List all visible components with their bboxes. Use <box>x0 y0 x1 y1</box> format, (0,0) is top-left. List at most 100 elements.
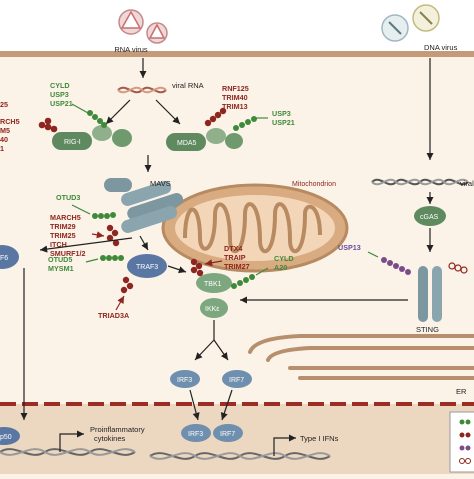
cgas-label: cGAS <box>420 214 439 221</box>
svg-text:CYLD: CYLD <box>50 81 70 90</box>
irf7-nuclear-label: IRF7 <box>220 431 235 438</box>
svg-text:DTX4: DTX4 <box>224 244 242 253</box>
traf3-green-regulators: OTUD5 MYSM1 <box>48 255 74 273</box>
irf7-protein <box>222 370 252 388</box>
mda5-protein <box>166 128 243 151</box>
mda5-red-regulators: RNF125 TRIM40 TRIM13 <box>222 84 249 111</box>
rna-to-mda5-arrow <box>155 99 181 125</box>
irf3-nuclear <box>181 424 211 442</box>
otud3-label: OTUD3 <box>56 193 80 202</box>
mavs-red-arrow <box>91 231 105 239</box>
mavs-ubiquitin-chain <box>106 224 120 247</box>
svg-text:CYLD: CYLD <box>274 254 294 263</box>
svg-text:USP3: USP3 <box>50 90 69 99</box>
traf3-protein <box>127 254 167 278</box>
cgas-protein <box>414 206 446 226</box>
rigi-green-regulators: CYLD USP3 USP21 <box>50 81 73 108</box>
irf3-translocation-arrow <box>189 389 200 421</box>
viral-dna-label: viral <box>460 179 474 188</box>
type1-ifns-label: Type I IFNs <box>300 434 339 443</box>
proinflammatory-label: Proinflammatory <box>90 425 145 434</box>
dna-virus-icon <box>381 4 440 42</box>
traf3-label: TRAF3 <box>136 264 158 271</box>
rigi-ubiquitin-chain <box>38 117 58 133</box>
svg-text:ITCH: ITCH <box>50 240 67 249</box>
er-label: ER <box>456 387 467 396</box>
svg-text:25: 25 <box>0 100 8 109</box>
mavs-protein <box>104 178 184 233</box>
svg-text:OTUD5: OTUD5 <box>48 255 72 264</box>
mda5-ubiquitin-chain <box>204 107 227 127</box>
irf3-nuclear-label: IRF3 <box>188 431 203 438</box>
mavs-to-traf3-arrow <box>139 235 149 251</box>
svg-text:RCH5: RCH5 <box>0 117 20 126</box>
left-edge-regulators: 25 RCH5 M5 40 1 <box>0 100 20 153</box>
svg-text:TRIM40: TRIM40 <box>222 93 248 102</box>
svg-text:40: 40 <box>0 135 8 144</box>
rna-to-rigi-arrow <box>105 99 131 125</box>
usp13-inhibit <box>367 251 379 258</box>
rna-virus-label: RNA virus <box>114 45 148 54</box>
ikke-label: IKKε <box>205 306 219 313</box>
svg-text:USP21: USP21 <box>272 118 295 127</box>
traf6-protein <box>0 245 19 269</box>
viral-rna-strand <box>117 86 167 94</box>
mitochondrion <box>161 183 349 273</box>
sting-ubiquitin-chain <box>381 257 411 275</box>
proinflammatory-transcription-arrow <box>59 430 84 452</box>
triad3a-arrow <box>115 295 125 311</box>
cytokines-label: cytokines <box>94 434 126 443</box>
dna-virus-label: DNA virus <box>424 43 458 52</box>
sting-label: STING <box>416 325 439 334</box>
p50-protein <box>0 427 20 445</box>
mda5-green-chain <box>233 116 257 131</box>
traf3-green-inhibit <box>85 258 99 263</box>
legend-box <box>449 411 474 473</box>
svg-text:M5: M5 <box>0 126 10 135</box>
tbk1-red-regulators: DTX4 TRAIP TRIM27 <box>224 244 250 271</box>
svg-text:RNF125: RNF125 <box>222 84 249 93</box>
viral-dna-strand <box>371 178 469 186</box>
irf3-protein <box>170 370 200 388</box>
svg-text:TRIM29: TRIM29 <box>50 222 76 231</box>
svg-text:TRIM13: TRIM13 <box>222 102 248 111</box>
rna-virus-icon <box>118 9 168 44</box>
irf7-nuclear <box>213 424 243 442</box>
mavs-red-regulators: MARCH5 TRIM29 TRIM25 ITCH SMURF1/2 <box>50 213 86 258</box>
tbk1-green-regulators: CYLD A20 <box>274 254 294 272</box>
svg-text:SMURF1/2: SMURF1/2 <box>50 249 86 258</box>
rigi-protein <box>52 125 132 150</box>
tbk1-green-chain <box>231 274 255 289</box>
irf7-translocation-arrow <box>220 389 233 421</box>
rigi-label: RIG-I <box>64 139 81 146</box>
otud3-inhibit <box>71 204 91 215</box>
tbk1-red-arrow <box>204 259 223 267</box>
viral-rna-label: viral RNA <box>172 81 204 90</box>
irf7-label: IRF7 <box>229 377 244 384</box>
traf6-label: F6 <box>0 255 8 262</box>
nuclear-dna <box>0 448 331 460</box>
tbk1-ubiquitin-chain <box>190 258 204 277</box>
traf3-to-tbk1-arrow <box>167 265 187 274</box>
svg-text:MARCH5: MARCH5 <box>50 213 81 222</box>
ikke-protein <box>200 298 228 318</box>
p50-label: p50 <box>0 434 12 441</box>
tbk1-label: TBK1 <box>204 281 222 288</box>
tbk1-green-inhibit <box>255 267 269 276</box>
rigi-green-inhibit <box>71 103 89 114</box>
tbk1-to-irf3-arrow <box>194 339 215 361</box>
mitochondrion-label: Mitochondrion <box>292 181 336 188</box>
svg-text:TRIM27: TRIM27 <box>224 262 250 271</box>
mavs-green-chain <box>92 212 116 219</box>
svg-text:A20: A20 <box>274 263 287 272</box>
svg-text:1: 1 <box>0 144 4 153</box>
usp13-label: USP13 <box>338 243 361 252</box>
cell-membrane <box>0 51 474 57</box>
irf3-label: IRF3 <box>177 377 192 384</box>
sting-right-chain <box>448 262 468 274</box>
mavs-label: MAVS <box>150 179 171 188</box>
svg-text:TRIM25: TRIM25 <box>50 231 76 240</box>
mda5-label: MDA5 <box>177 140 197 147</box>
